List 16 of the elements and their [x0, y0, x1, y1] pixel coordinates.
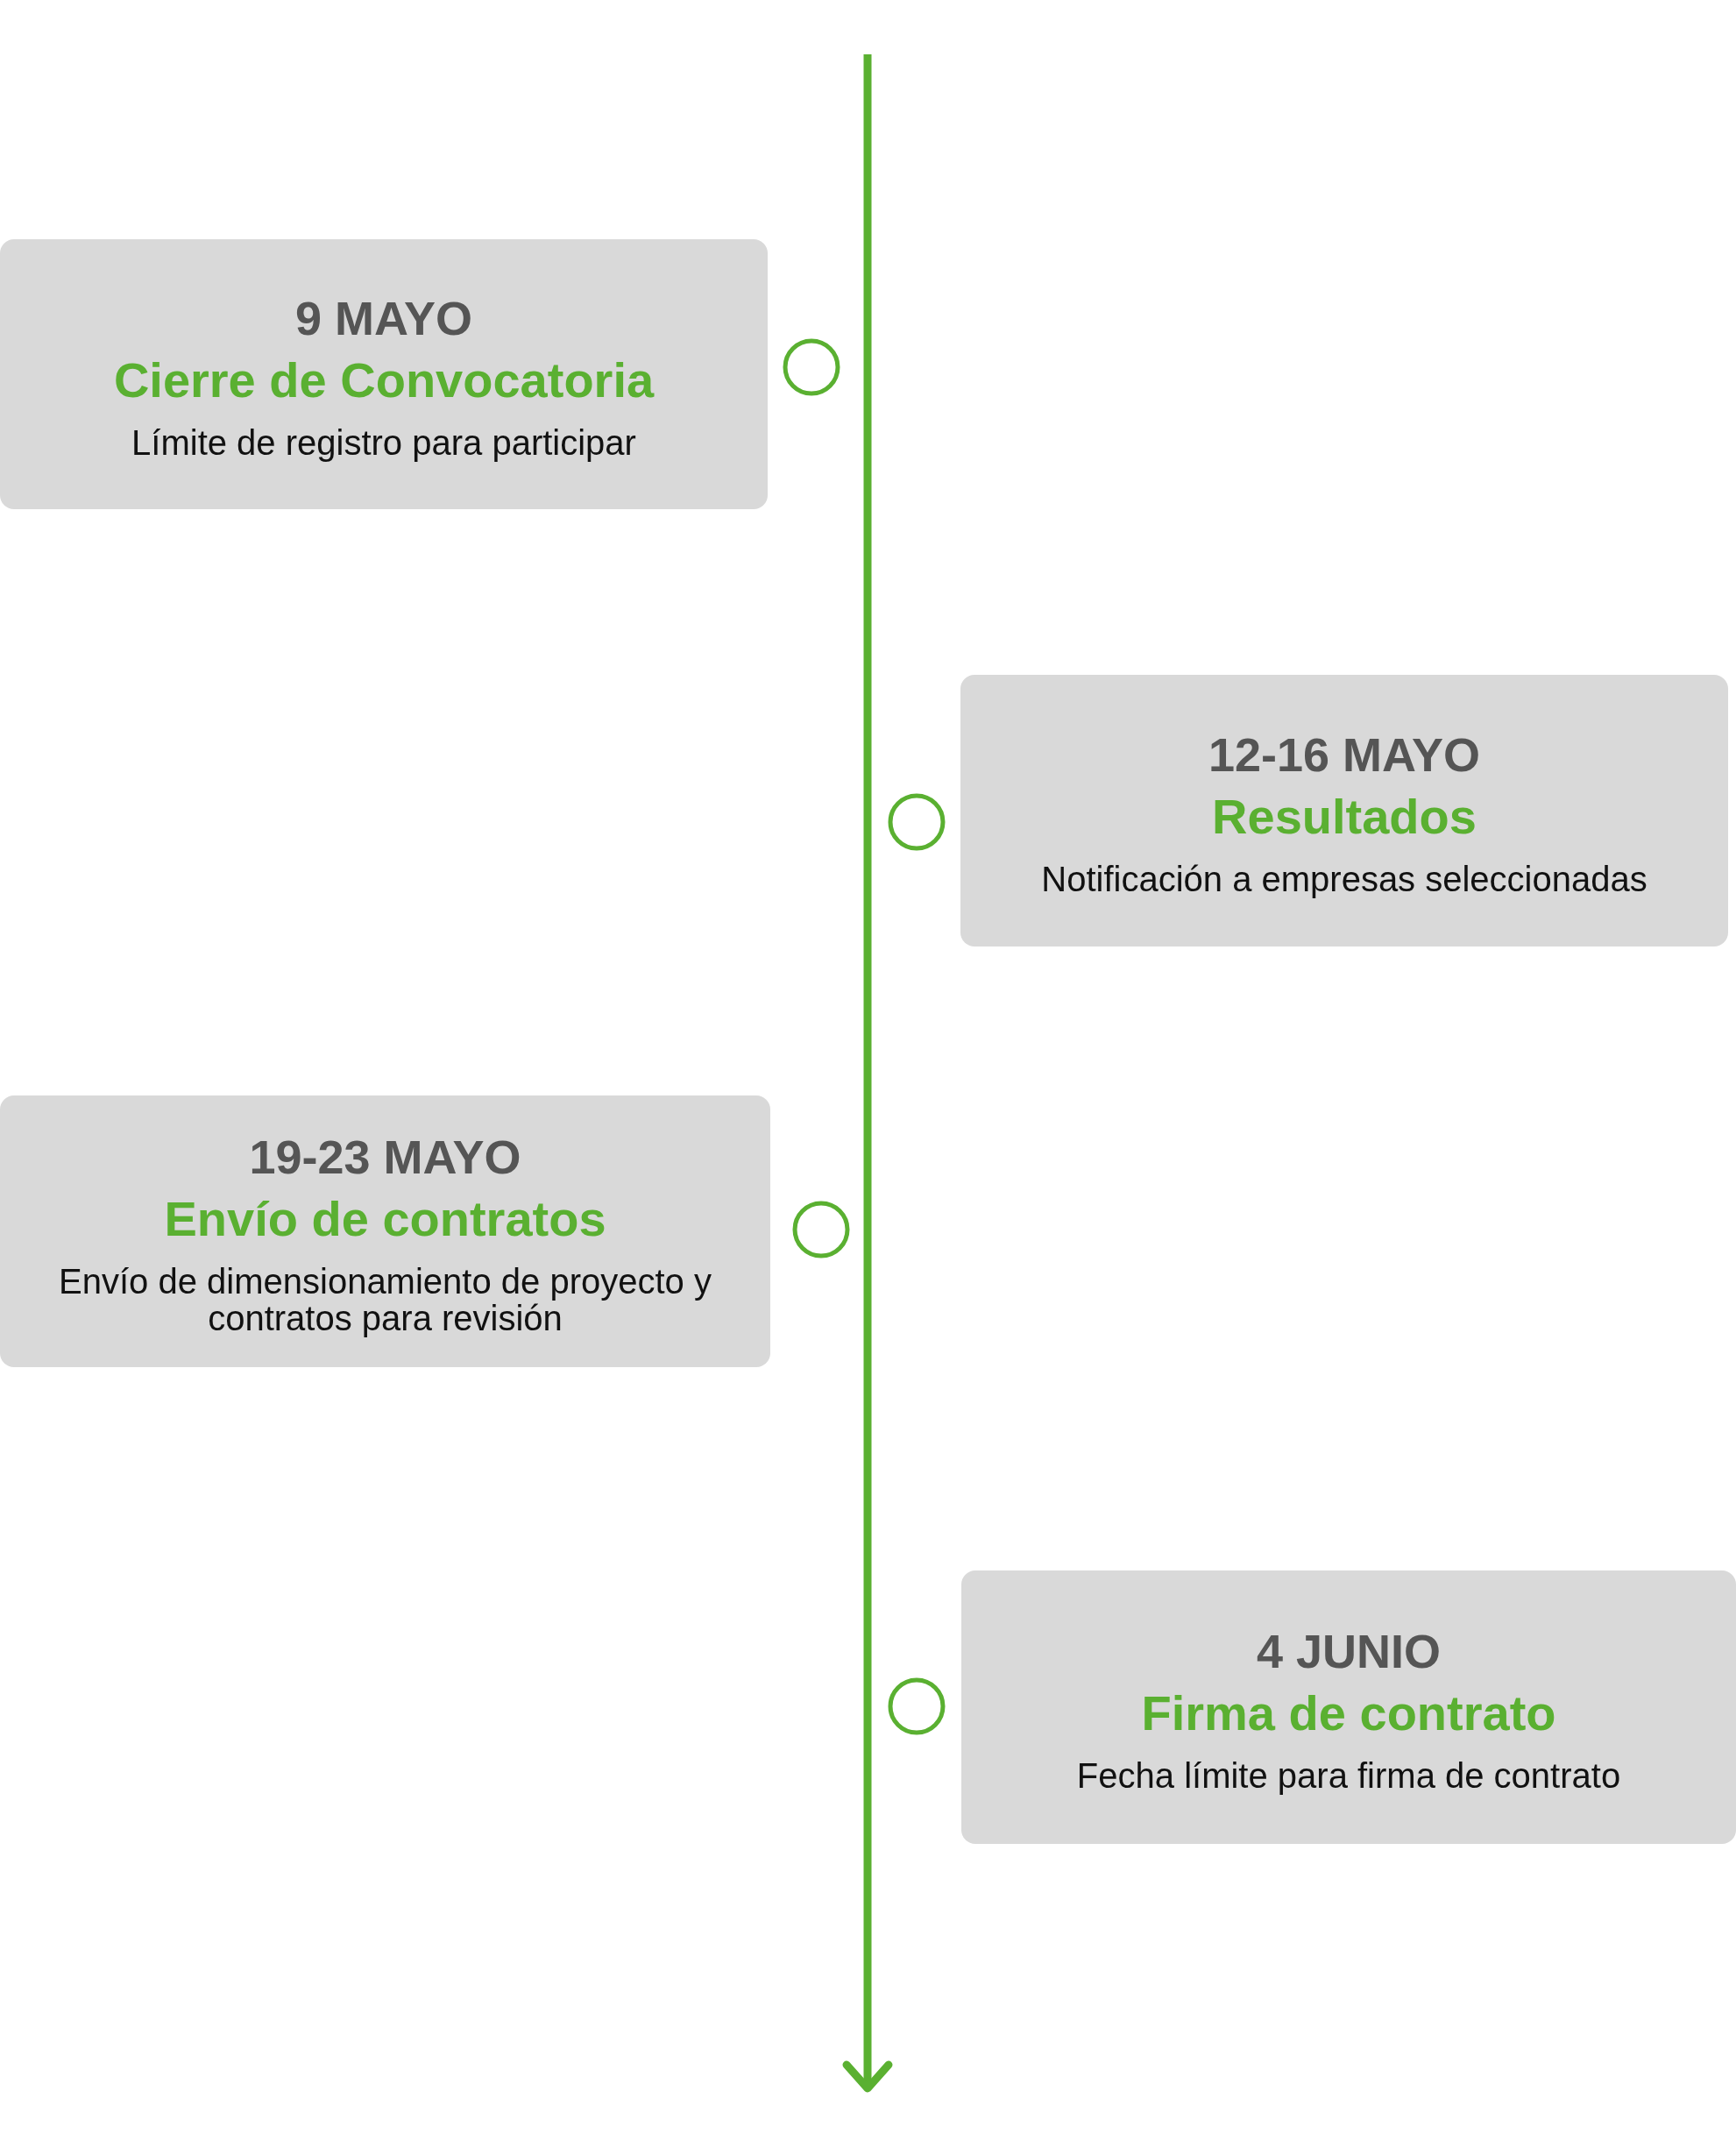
event-description: Fecha límite para firma de contrato [1076, 1757, 1621, 1795]
event-title: Resultados [1212, 787, 1477, 846]
event-card [960, 675, 1728, 946]
event-card [0, 1095, 770, 1367]
event-date: 9 MAYO [294, 290, 473, 346]
event-title: Envío de contratos [164, 1189, 606, 1248]
event-date: 4 JUNIO [1256, 1623, 1442, 1679]
event-date: 19-23 MAYO [249, 1129, 521, 1185]
event-description: Límite de registro para participar [131, 424, 636, 462]
event-title: Cierre de Convocatoria [113, 351, 655, 409]
event-title: Firma de contrato [1141, 1684, 1556, 1742]
event-description: Notificación a empresas seleccionadas [1041, 861, 1647, 898]
event-description: Envío de dimensionamiento de proyecto y contratos para revisión [58, 1263, 712, 1337]
event-date: 12-16 MAYO [1208, 727, 1481, 783]
event-card [961, 1570, 1736, 1844]
event-card [0, 239, 768, 509]
